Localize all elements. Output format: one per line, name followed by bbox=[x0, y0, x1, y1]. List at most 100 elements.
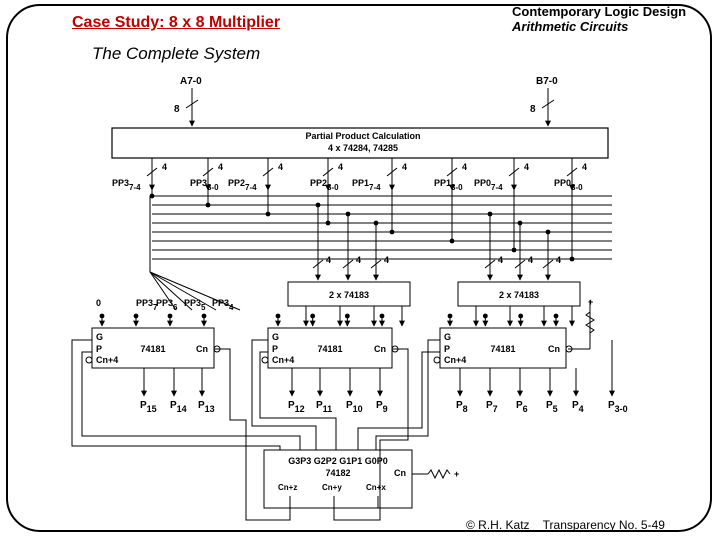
pp-drop-width: 4 bbox=[582, 162, 587, 172]
lcu-chip-label: 74182 bbox=[325, 468, 350, 478]
junction-dot bbox=[310, 313, 316, 319]
bus-width-slash bbox=[508, 167, 520, 177]
pp3-fan-line bbox=[149, 271, 177, 311]
pp-drop-width: 4 bbox=[524, 162, 529, 172]
pp-drop-width: 4 bbox=[402, 162, 407, 172]
product-output-label: P5 bbox=[546, 400, 558, 414]
csa-block-label: 2 x 74183 bbox=[329, 290, 369, 300]
footer-transparency: Transparency No. 5-49 bbox=[542, 518, 665, 532]
pp-drop-width: 4 bbox=[338, 162, 343, 172]
product-output-label: P7 bbox=[486, 400, 498, 414]
lcu-cn-plus: + bbox=[454, 469, 459, 479]
pp-bus-lines bbox=[149, 195, 612, 272]
pp-label: PP03-0 bbox=[554, 178, 583, 192]
bus-width-slash bbox=[566, 167, 578, 177]
pp-label: PP17-4 bbox=[352, 178, 381, 192]
alu-pin-g: G bbox=[444, 332, 451, 342]
input-b-bus: B7-0 8 bbox=[530, 76, 558, 127]
partial-product-block: Partial Product Calculation 4 x 74284, 7… bbox=[111, 127, 609, 159]
alu-pin-cn4: Cn+4 bbox=[444, 355, 466, 365]
alu-pin-cn4: Cn+4 bbox=[272, 355, 294, 365]
alu-pin-g: G bbox=[96, 332, 103, 342]
csa-input-width: 4 bbox=[384, 255, 389, 265]
product-output-label: P13 bbox=[198, 400, 215, 414]
bus-width-slash bbox=[322, 167, 334, 177]
pp3-tap-label: PP37 bbox=[136, 298, 158, 312]
junction-dot bbox=[517, 220, 523, 226]
pp-block-title: Partial Product Calculation bbox=[305, 131, 420, 141]
bus-width-slash bbox=[542, 259, 554, 269]
pp-label: PP37-4 bbox=[112, 178, 141, 192]
bus-width-slash bbox=[370, 259, 382, 269]
carry-feedback-wire bbox=[71, 339, 281, 450]
carry-feedback-wire bbox=[214, 348, 291, 521]
footer-credit: © R.H. Katz bbox=[466, 518, 530, 532]
junction-dot bbox=[133, 313, 139, 319]
junction-dot bbox=[99, 313, 105, 319]
pp-drop-width: 4 bbox=[162, 162, 167, 172]
product-output-label: P8 bbox=[456, 400, 468, 414]
csa-input-width: 4 bbox=[556, 255, 561, 265]
pp-label: PP33-0 bbox=[190, 178, 219, 192]
carry-feedback-wire bbox=[357, 351, 440, 450]
alu-pin-cn4: Cn+4 bbox=[96, 355, 118, 365]
pp-block-subtitle: 4 x 74284, 74285 bbox=[328, 143, 398, 153]
carry-feedback-wire bbox=[251, 339, 317, 450]
input-b-label: B7-0 bbox=[536, 76, 558, 87]
junction-dot bbox=[482, 313, 488, 319]
csa-block bbox=[287, 281, 411, 307]
junction-dot bbox=[373, 220, 379, 226]
product-output-label: P12 bbox=[288, 400, 305, 414]
course-name: Contemporary Logic Design bbox=[512, 4, 687, 19]
junction-dot bbox=[379, 313, 385, 319]
bus-width-slash bbox=[262, 167, 274, 177]
lcu-output-label: Cn+y bbox=[322, 483, 342, 492]
topic-name: Arithmetic Circuits bbox=[512, 19, 629, 34]
csa-input-width: 4 bbox=[498, 255, 503, 265]
junction-dot bbox=[487, 211, 493, 217]
pp-drop-width: 4 bbox=[462, 162, 467, 172]
alu-cn4-bubble bbox=[261, 356, 269, 364]
pp-label: PP07-4 bbox=[474, 178, 503, 192]
bus-width-slash bbox=[514, 259, 526, 269]
junction-dot bbox=[315, 202, 321, 208]
alu-pin-p: P bbox=[444, 344, 450, 354]
alu-pin-cn: Cn bbox=[374, 344, 386, 354]
junction-dot bbox=[345, 211, 351, 217]
junction-dot bbox=[167, 313, 173, 319]
alu-chip-label: 74181 bbox=[140, 344, 165, 354]
junction-dot bbox=[545, 229, 551, 235]
alu-pin-cn: Cn bbox=[196, 344, 208, 354]
junction-dot bbox=[201, 313, 207, 319]
bus-width-slash bbox=[446, 167, 458, 177]
lcu-cn-resistor bbox=[427, 468, 451, 480]
pp3-tap-label: PP35 bbox=[184, 298, 206, 312]
lcu-output-label: Cn+z bbox=[278, 483, 297, 492]
alu-chip-label: 74181 bbox=[490, 344, 515, 354]
alu-pin-p: P bbox=[96, 344, 102, 354]
product-output-label: P4 bbox=[572, 400, 584, 414]
input-a-label: A7-0 bbox=[180, 76, 202, 87]
junction-dot bbox=[553, 313, 559, 319]
lcu-inputs-label: G3P3 G2P2 G1P1 G0P0 bbox=[288, 456, 388, 466]
pp-label: PP27-4 bbox=[228, 178, 257, 192]
pp-label: PP23-0 bbox=[310, 178, 339, 192]
pp3-fan-line bbox=[149, 271, 241, 311]
bus-width-slash bbox=[484, 259, 496, 269]
slide-title: Case Study: 8 x 8 Multiplier bbox=[72, 14, 281, 31]
junction-dot bbox=[275, 313, 281, 319]
pp3-tap-label: PP34 bbox=[212, 298, 234, 312]
bus-width-slash bbox=[312, 259, 324, 269]
pp-drop-width: 4 bbox=[218, 162, 223, 172]
pp3-tap-label: PP36 bbox=[156, 298, 178, 312]
product-output-label: P15 bbox=[140, 400, 157, 414]
pp-label: PP13-0 bbox=[434, 178, 463, 192]
csa-input-width: 4 bbox=[326, 255, 331, 265]
junction-dot bbox=[447, 313, 453, 319]
csa-block bbox=[457, 281, 581, 307]
product-output-label: P14 bbox=[170, 400, 187, 414]
alu-pin-p: P bbox=[272, 344, 278, 354]
